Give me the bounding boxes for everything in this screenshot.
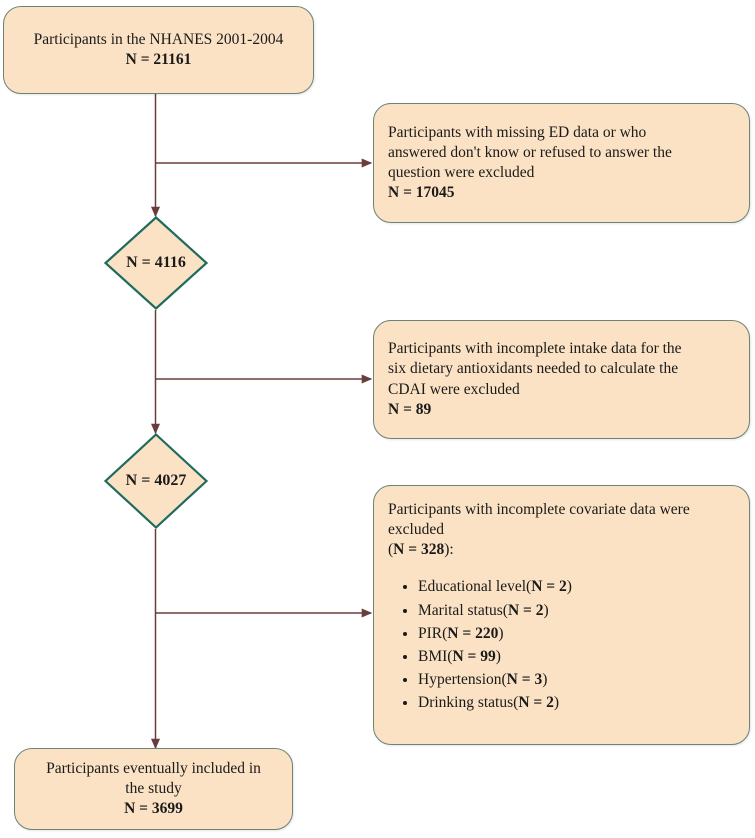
node-exclusion-cdai-intake: Participants with incomplete intake data…	[373, 320, 750, 439]
covariate-breakdown-list: Educational level(N = 2) Marital status(N…	[388, 576, 735, 714]
exclusion-ed-count: N = 17045	[388, 184, 455, 202]
node-start-line1: Participants in the NHANES 2001-2004	[33, 30, 284, 48]
exclusion-cdai-line1: Participants with incomplete intake data…	[388, 340, 682, 358]
node-start-population: Participants in the NHANES 2001-2004 N =…	[3, 6, 314, 94]
node-start-count: N = 21161	[125, 51, 192, 68]
covariate-list-item: BMI(N = 99)	[418, 646, 735, 667]
exclusion-cov-count: (N = 328):	[388, 541, 454, 559]
diamond-shape-icon	[104, 216, 208, 310]
exclusion-ed-line3: question were excluded	[388, 164, 535, 181]
covariate-list-item: Educational level(N = 2)	[418, 576, 735, 597]
node-exclusion-covariates: Participants with incomplete covariate d…	[373, 485, 750, 745]
covariate-list-item: Marital status(N = 2)	[418, 600, 735, 621]
exclusion-ed-line2: answered don't know or refused to answer…	[388, 143, 672, 161]
exclusion-cdai-count: N = 89	[388, 400, 432, 418]
decision-node-2-label: N = 4027	[125, 472, 187, 489]
node-final-line1: Participants eventually included in	[46, 759, 261, 777]
node-exclusion-ed-data: Participants with missing ED data or who…	[373, 103, 750, 223]
node-final-included: Participants eventually included in the …	[14, 748, 293, 830]
covariate-list-item: Hypertension(N = 3)	[418, 669, 735, 690]
exclusion-cdai-line2: six dietary antioxidants needed to calcu…	[388, 360, 679, 378]
decision-node-remaining-4027: N = 4027	[104, 433, 208, 529]
decision-node-remaining-4116: N = 4116	[104, 216, 208, 310]
node-final-count: N = 3699	[124, 800, 183, 818]
covariate-list-item: Drinking status(N = 2)	[418, 692, 735, 713]
diamond-shape-icon	[104, 433, 208, 529]
covariate-list-item: PIR(N = 220)	[418, 623, 735, 644]
exclusion-cdai-line3: CDAI were excluded	[388, 380, 520, 398]
exclusion-ed-line1: Participants with missing ED data or who	[388, 123, 647, 141]
node-final-line2: the study	[125, 779, 182, 797]
exclusion-cov-line1: Participants with incomplete covariate d…	[388, 501, 690, 518]
decision-node-1-label: N = 4116	[126, 254, 186, 271]
exclusion-cov-line2: excluded	[388, 521, 444, 539]
